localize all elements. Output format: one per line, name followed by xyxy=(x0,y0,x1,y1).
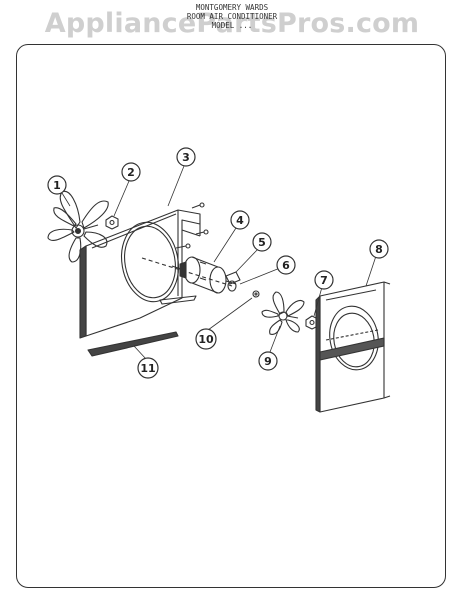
callout-1: 1 xyxy=(47,175,67,195)
callout-label: 5 xyxy=(258,236,266,249)
part-fan-blade-right xyxy=(261,291,305,335)
heading-line-product: ROOM AIR CONDITIONER xyxy=(186,12,278,21)
callout-4: 4 xyxy=(230,210,250,230)
part-nut-left xyxy=(105,215,119,230)
part-fan-blade-left xyxy=(47,190,109,263)
callout-6: 6 xyxy=(276,255,296,275)
part-retainer xyxy=(252,290,260,298)
callout-label: 6 xyxy=(282,259,290,272)
diagram-frame xyxy=(16,44,446,588)
watermark: AppliancePartsPros.com xyxy=(44,8,420,39)
leader-lines xyxy=(61,165,377,360)
callout-9: 9 xyxy=(258,351,278,371)
heading-line-brand: MONTGOMERY WARDS xyxy=(195,3,269,12)
callout-8: 8 xyxy=(369,239,389,259)
part-seal-strip xyxy=(87,295,197,357)
callout-3: 3 xyxy=(176,147,196,167)
callout-label: 10 xyxy=(198,333,214,346)
heading-line-model: MODEL ... xyxy=(211,21,253,30)
callout-2: 2 xyxy=(121,162,141,182)
part-shroud xyxy=(315,281,391,413)
callout-7: 7 xyxy=(314,270,334,290)
part-screws xyxy=(175,202,209,249)
callout-label: 11 xyxy=(140,362,155,375)
diagram-heading: MONTGOMERY WARDS ROOM AIR CONDITIONER MO… xyxy=(0,3,464,30)
callout-5: 5 xyxy=(252,232,272,252)
part-hub xyxy=(227,280,237,292)
shaft-axis-line xyxy=(141,257,233,287)
part-motor-clamp xyxy=(225,271,241,285)
callout-label: 4 xyxy=(236,214,244,227)
callout-label: 7 xyxy=(320,274,328,287)
callout-10: 10 xyxy=(195,328,217,350)
callout-11: 11 xyxy=(137,357,159,379)
callout-label: 9 xyxy=(264,355,272,368)
callout-label: 2 xyxy=(127,166,135,179)
part-blower-housing xyxy=(79,209,201,339)
callout-label: 3 xyxy=(182,151,190,164)
part-motor xyxy=(171,256,237,294)
callout-label: 8 xyxy=(375,243,383,256)
callout-label: 1 xyxy=(53,179,61,192)
